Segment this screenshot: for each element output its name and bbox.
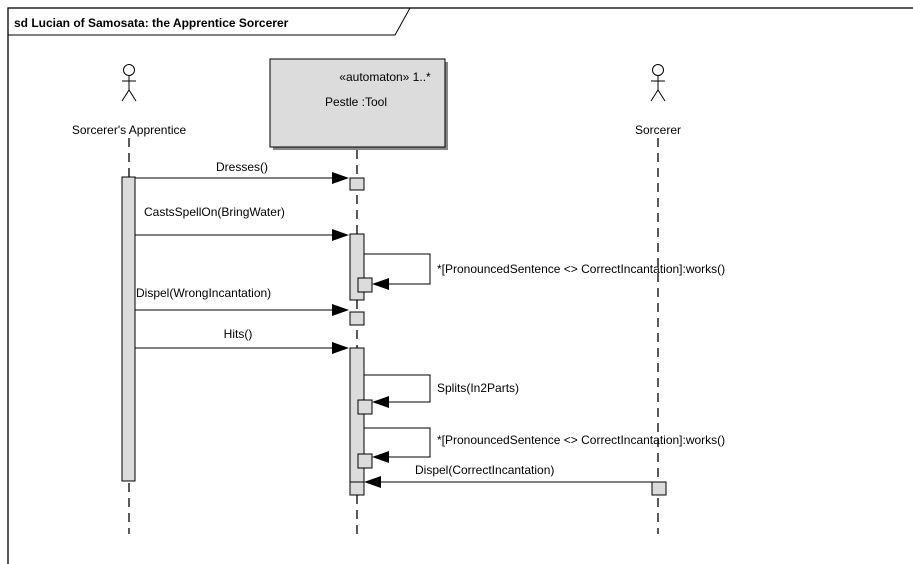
message-dispel-wrong[interactable]: Dispel(WrongIncantation) bbox=[135, 286, 349, 316]
arrowhead-icon bbox=[332, 172, 349, 184]
message-dispel-correct[interactable]: Dispel(CorrectIncantation) bbox=[364, 463, 652, 488]
message-splits[interactable]: Splits(In2Parts) bbox=[364, 374, 519, 408]
message-label: *[PronouncedSentence <> CorrectIncantati… bbox=[437, 262, 725, 276]
activation-pestle-dispel-correct bbox=[349, 481, 365, 496]
actor-apprentice-label: Sorcerer's Apprentice bbox=[72, 123, 187, 137]
pestle-stereotype: «automaton» 1..* bbox=[339, 70, 431, 84]
stick-figure-icon bbox=[650, 64, 666, 102]
arrowhead-icon bbox=[332, 342, 349, 354]
arrowhead-icon bbox=[372, 278, 389, 290]
message-works-2[interactable]: *[PronouncedSentence <> CorrectIncantati… bbox=[364, 427, 725, 463]
diagram-frame: sd Lucian of Samosata: the Apprentice So… bbox=[7, 7, 913, 564]
activation-pestle-dresses bbox=[349, 177, 365, 191]
message-label: Splits(In2Parts) bbox=[437, 381, 519, 395]
arrowhead-icon bbox=[372, 451, 389, 463]
message-label: *[PronouncedSentence <> CorrectIncantati… bbox=[437, 433, 725, 447]
message-label: Dispel(WrongIncantation) bbox=[136, 286, 271, 300]
message-hits[interactable]: Hits() bbox=[135, 327, 349, 354]
arrowhead-icon bbox=[332, 304, 349, 316]
actor-sorcerer[interactable]: Sorcerer bbox=[635, 64, 681, 138]
message-label: CastsSpellOn(BringWater) bbox=[144, 205, 285, 219]
activation-pestle-works1 bbox=[357, 277, 373, 293]
message-label: Hits() bbox=[224, 327, 253, 341]
arrowhead-icon bbox=[372, 396, 389, 408]
stick-figure-icon bbox=[121, 64, 137, 102]
arrowhead-icon bbox=[364, 476, 381, 488]
activation-pestle-dispel-wrong bbox=[349, 311, 365, 326]
actor-apprentice[interactable]: Sorcerer's Apprentice bbox=[72, 64, 187, 138]
message-casts-spell[interactable]: CastsSpellOn(BringWater) bbox=[135, 205, 349, 241]
message-label: Dispel(CorrectIncantation) bbox=[415, 463, 554, 477]
pestle-label: Pestle :Tool bbox=[325, 95, 387, 109]
activation-pestle-works2 bbox=[357, 453, 373, 469]
message-label: Dresses() bbox=[216, 160, 268, 174]
message-dresses[interactable]: Dresses() bbox=[135, 160, 349, 184]
actor-sorcerer-label: Sorcerer bbox=[635, 123, 681, 137]
arrowhead-icon bbox=[332, 229, 349, 241]
activation-sorcerer bbox=[651, 481, 667, 496]
object-pestle[interactable]: «automaton» 1..* Pestle :Tool bbox=[269, 58, 448, 150]
activation-apprentice bbox=[121, 176, 136, 482]
frame-title: sd Lucian of Samosata: the Apprentice So… bbox=[14, 16, 289, 30]
message-works-1[interactable]: *[PronouncedSentence <> CorrectIncantati… bbox=[364, 253, 725, 290]
activation-pestle-splits bbox=[357, 399, 373, 415]
